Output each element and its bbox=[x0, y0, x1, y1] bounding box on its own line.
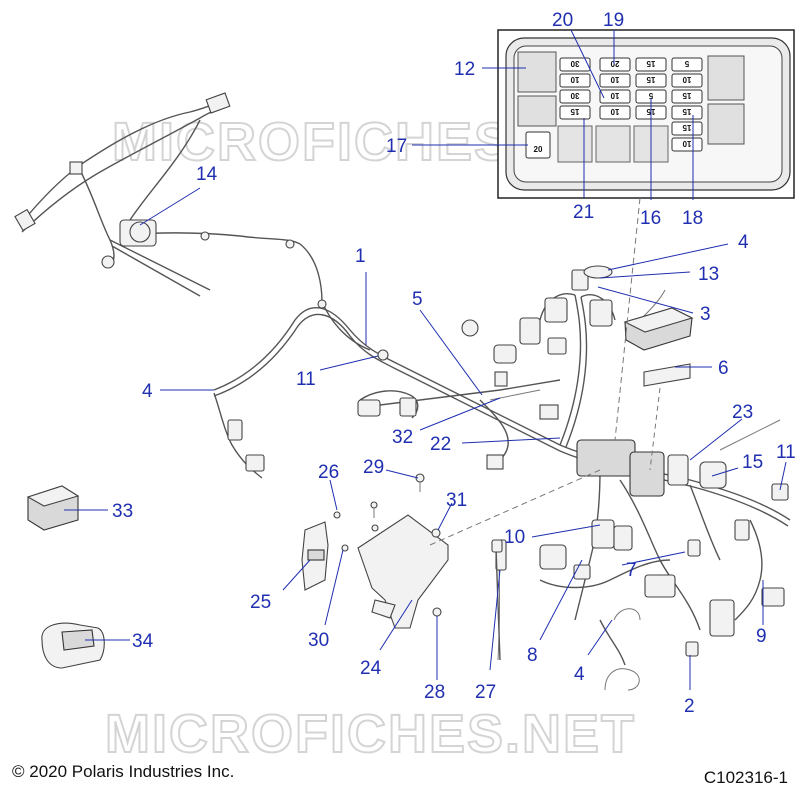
callout-33: 33 bbox=[112, 501, 133, 522]
callout-11-left: 11 bbox=[296, 369, 316, 390]
callout-4-left: 4 bbox=[142, 381, 153, 402]
callout-11-right: 11 bbox=[776, 442, 796, 463]
fuse-cell bbox=[559, 73, 591, 88]
callout-labels: 1 2 3 4 4 4 5 6 7 8 9 10 11 11 12 13 14 … bbox=[112, 10, 796, 717]
callout-31: 31 bbox=[446, 490, 467, 511]
callout-14: 14 bbox=[196, 164, 218, 185]
fuse-rating: 10 bbox=[610, 75, 619, 84]
connector-34 bbox=[41, 622, 105, 669]
bracket-25 bbox=[301, 511, 349, 591]
fuse-cell bbox=[599, 57, 631, 72]
fuse-rating: 10 bbox=[682, 75, 691, 84]
fuse-rating: 30 bbox=[570, 91, 579, 100]
diagram-id: C102316-1 bbox=[703, 768, 788, 787]
callout-21: 21 bbox=[573, 202, 594, 223]
fuse-rating: 15 bbox=[570, 107, 579, 116]
fuse-cell bbox=[599, 73, 631, 88]
callout-24: 24 bbox=[360, 658, 382, 679]
callout-3: 3 bbox=[700, 304, 711, 325]
callout-32: 32 bbox=[392, 427, 413, 448]
callout-30: 30 bbox=[308, 630, 329, 651]
callout-28: 28 bbox=[424, 682, 445, 703]
fuse-rating: 20 bbox=[610, 59, 619, 68]
fuse-rating: 10 bbox=[570, 75, 579, 84]
fuse-cell bbox=[559, 89, 591, 104]
leader-lines bbox=[64, 29, 787, 690]
fuse-cell bbox=[635, 57, 667, 72]
fuse-rating: 15 bbox=[646, 75, 655, 84]
fuse-cell bbox=[559, 105, 591, 120]
fuse-rating: 15 bbox=[682, 123, 691, 132]
cable-tie-27 bbox=[491, 539, 503, 661]
fuse-rating: 30 bbox=[570, 59, 579, 68]
watermark-bottom: MICROFICHES.NET bbox=[105, 704, 636, 764]
callout-10: 10 bbox=[504, 527, 525, 548]
fuse-rating-lone: 20 bbox=[534, 145, 543, 154]
callout-29: 29 bbox=[363, 457, 384, 478]
fuse-cell bbox=[635, 73, 667, 88]
fuse-rating: 5 bbox=[648, 91, 653, 100]
fuse-cell bbox=[671, 73, 703, 88]
bracket-24 bbox=[357, 473, 449, 629]
fuse-cell bbox=[671, 137, 703, 152]
callout-17: 17 bbox=[386, 136, 407, 157]
callout-23: 23 bbox=[732, 402, 753, 423]
fuse-rating: 15 bbox=[646, 59, 655, 68]
fuse-rating: 15 bbox=[682, 107, 691, 116]
callout-15: 15 bbox=[742, 452, 763, 473]
callout-22: 22 bbox=[430, 434, 451, 455]
harness-left-branch bbox=[14, 92, 371, 351]
fuse-rating: 15 bbox=[682, 91, 691, 100]
fuse-rating: 5 bbox=[684, 59, 689, 68]
callout-19: 19 bbox=[603, 10, 624, 31]
callout-27: 27 bbox=[475, 682, 496, 703]
callout-16: 16 bbox=[640, 208, 661, 229]
fuse-rating: 10 bbox=[610, 91, 619, 100]
fuse-cell bbox=[559, 57, 591, 72]
callout-13: 13 bbox=[698, 264, 719, 285]
fuse-rating: 10 bbox=[610, 107, 619, 116]
callout-7: 7 bbox=[626, 560, 637, 581]
callout-18: 18 bbox=[682, 208, 703, 229]
control-module bbox=[623, 307, 694, 471]
connector-33 bbox=[26, 485, 80, 531]
callout-34: 34 bbox=[132, 631, 154, 652]
callout-20: 20 bbox=[552, 10, 573, 31]
fuse-cell bbox=[599, 89, 631, 104]
callout-6: 6 bbox=[718, 358, 729, 379]
callout-25: 25 bbox=[250, 592, 271, 613]
fuse-cell bbox=[671, 57, 703, 72]
callout-8: 8 bbox=[527, 645, 538, 666]
copyright-text: © 2020 Polaris Industries Inc. bbox=[12, 762, 235, 781]
callout-26: 26 bbox=[318, 462, 339, 483]
callout-4-bottom: 4 bbox=[574, 664, 585, 685]
fuse-cell bbox=[599, 105, 631, 120]
harness-main bbox=[200, 231, 791, 691]
fuse-cell bbox=[671, 89, 703, 104]
callout-5: 5 bbox=[412, 289, 423, 310]
callout-2: 2 bbox=[684, 696, 695, 717]
fuse-rating: 10 bbox=[682, 139, 691, 148]
callout-4-top: 4 bbox=[738, 232, 749, 253]
callout-1: 1 bbox=[355, 246, 366, 267]
callout-9: 9 bbox=[756, 626, 767, 647]
fuse-cell bbox=[671, 105, 703, 120]
callout-12: 12 bbox=[454, 59, 475, 80]
fuse-cell bbox=[671, 121, 703, 136]
